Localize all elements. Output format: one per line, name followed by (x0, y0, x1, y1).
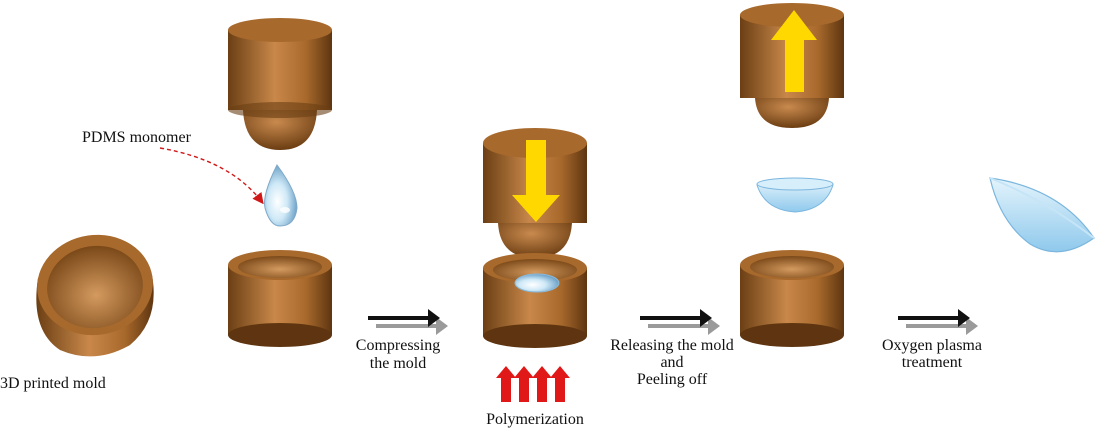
release-label-line1: Releasing the mold (610, 337, 734, 354)
bottom-mold-2 (483, 253, 587, 348)
tilted-printed-mold (36, 234, 154, 357)
top-mold-2 (483, 128, 587, 258)
bottom-mold-1 (228, 250, 332, 347)
top-mold-3 (740, 3, 844, 128)
compress-label-line2: the mold (370, 355, 426, 372)
top-mold-1 (228, 18, 332, 150)
final-contact-lens (989, 177, 1095, 253)
release-label-line2: and (660, 354, 683, 371)
bottom-mold-3 (740, 250, 844, 347)
pdms-pointer-line (159, 147, 264, 205)
pdms-drop (264, 164, 298, 227)
release-label-line3: Peeling off (637, 371, 708, 388)
polymerization-heat-arrows (496, 366, 570, 402)
process-arrow-3 (898, 309, 978, 335)
plasma-label-line1: Oxygen plasma (882, 337, 982, 354)
compress-label-line1: Compressing (356, 337, 440, 354)
process-arrow-1 (368, 309, 448, 335)
polymerization-label: Polymerization (486, 411, 584, 428)
process-arrow-2 (640, 309, 720, 335)
printed-mold-label: 3D printed mold (0, 375, 106, 392)
plasma-label-line2: treatment (902, 354, 963, 371)
pdms-monomer-label: PDMS monomer (82, 129, 192, 146)
released-lens (756, 177, 834, 213)
